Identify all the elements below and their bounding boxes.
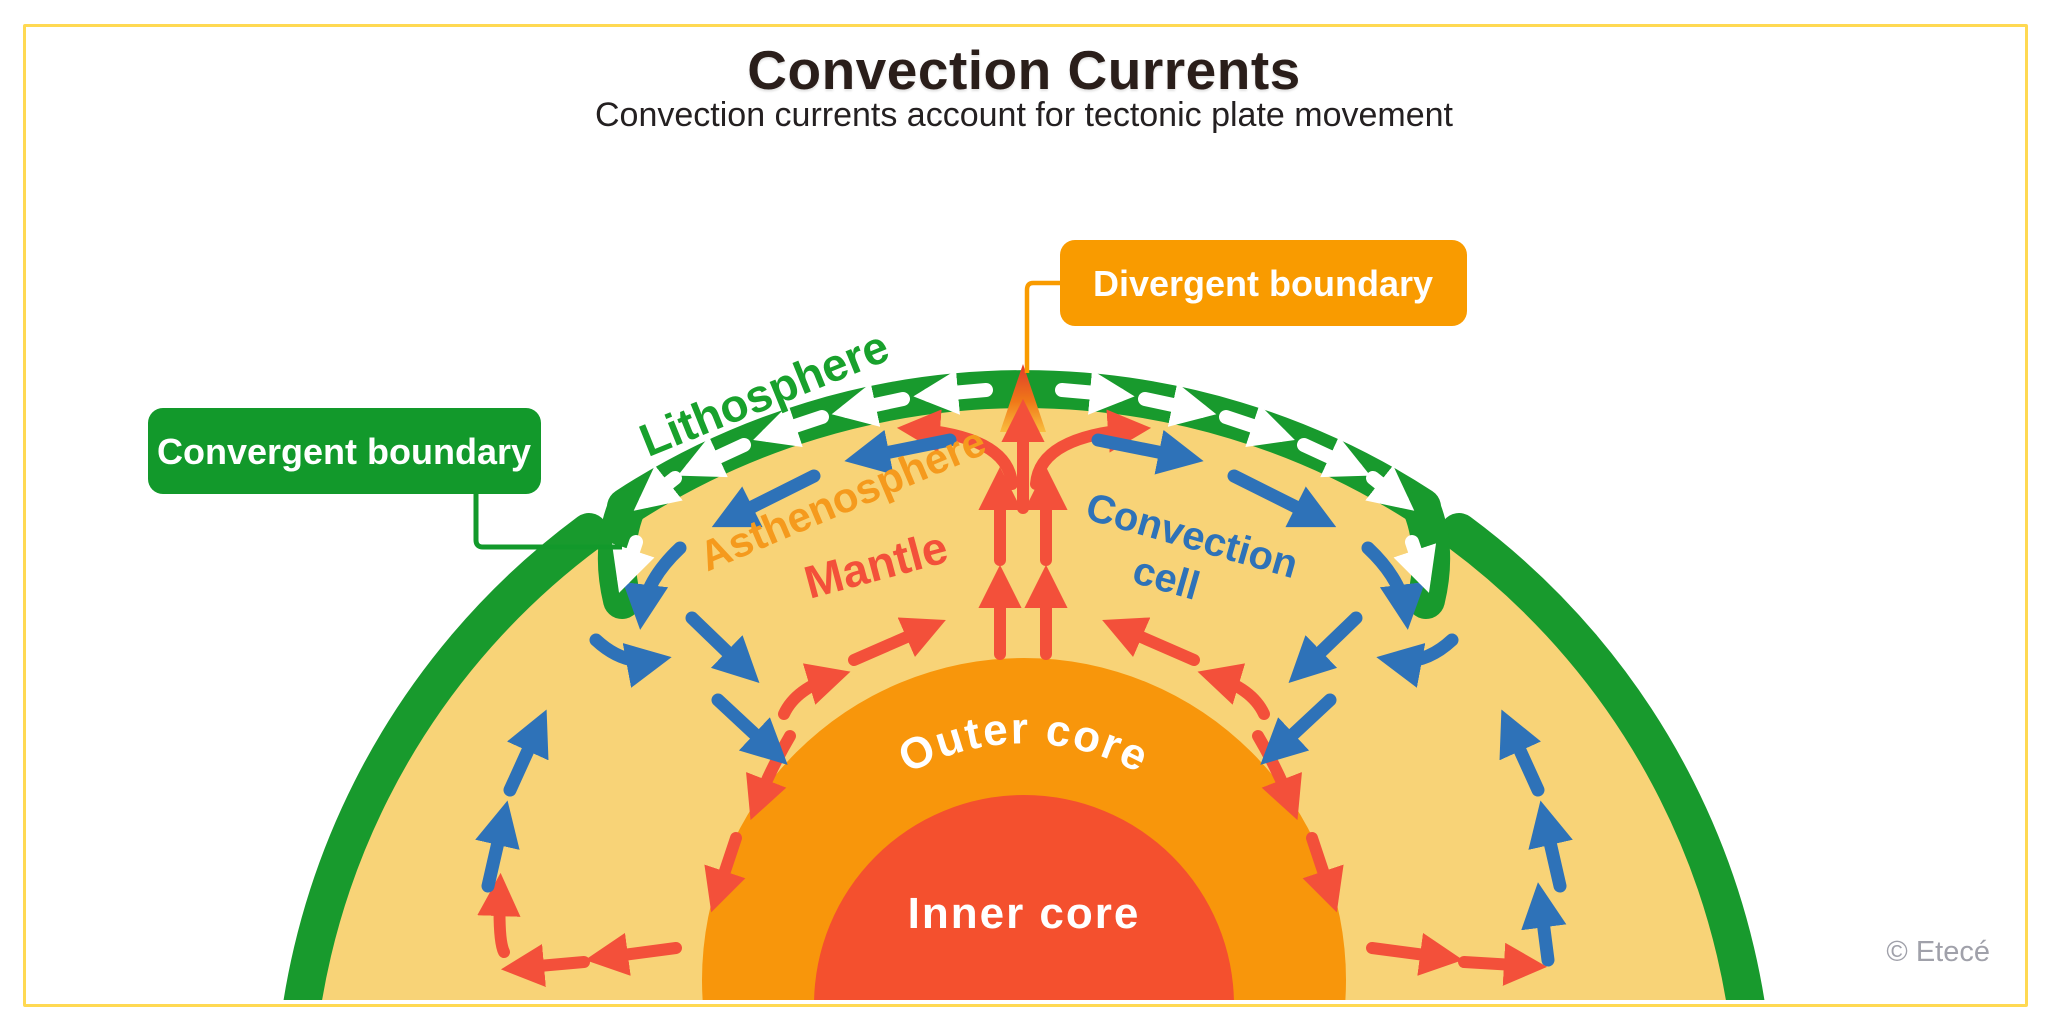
white-flow-arrow (1219, 404, 1295, 448)
white-flow-arrow (753, 404, 829, 448)
red-flow-arrow (477, 872, 521, 958)
white-flow-arrow (913, 370, 993, 415)
blue-flow-arrow (1288, 611, 1363, 684)
blue-flow-arrow (503, 709, 549, 797)
red-flow-arrow (1102, 617, 1200, 666)
white-flow-arrow (1055, 370, 1135, 415)
blue-flow-arrow (1227, 469, 1337, 528)
white-flow-arrow (633, 465, 683, 511)
blue-flow-arrow (475, 800, 520, 893)
white-flow-arrow (1138, 382, 1217, 427)
inner-core-label: Inner core (908, 889, 1141, 938)
blue-flow-arrow (1521, 882, 1567, 967)
blue-flow-arrow (711, 469, 821, 528)
red-flow-arrow (1302, 832, 1344, 913)
blue-flow-arrow (1499, 709, 1545, 797)
red-flow-arrow (848, 617, 946, 666)
flow-arrows (475, 370, 1573, 988)
red-flow-arrow (585, 932, 682, 976)
divergent-connector-line (1024, 280, 1063, 373)
convergent-connector-line (473, 492, 622, 550)
page-title: Convection Currents (747, 39, 1301, 101)
lithosphere-band-left (283, 513, 608, 1000)
blue-flow-arrow (844, 429, 957, 475)
red-flow-arrow (500, 944, 590, 988)
red-flow-arrow (1197, 663, 1270, 720)
red-flow-arrow (778, 663, 851, 720)
earth-cross-section: Outer core Inner core Lithosphere Asthen… (283, 320, 1765, 1000)
white-flow-arrow (611, 535, 655, 593)
blue-flow-arrow (711, 693, 788, 765)
lithosphere-band-right (1440, 513, 1765, 1000)
blue-flow-arrow (685, 611, 760, 684)
convergent-callout-label: Convergent boundary (157, 431, 531, 472)
divergent-boundary-callout: Divergent boundary (1060, 240, 1467, 326)
white-flow-arrow (1393, 535, 1437, 593)
page-subtitle: Convection currents account for tectonic… (595, 96, 1453, 134)
blue-flow-arrow (1260, 693, 1337, 765)
white-flow-arrow (677, 436, 751, 478)
red-flow-arrow (1458, 942, 1548, 986)
divergent-callout-box (1060, 240, 1467, 326)
red-flow-arrow (704, 832, 746, 913)
white-flow-arrow (1365, 465, 1415, 511)
white-flow-arrow (831, 382, 910, 427)
blue-flow-arrow (1091, 429, 1204, 475)
watermark: © Etecé (1886, 936, 1990, 968)
blue-flow-arrow (589, 633, 672, 688)
blue-flow-arrow (1528, 800, 1573, 893)
white-flow-arrow (1297, 436, 1371, 478)
inner-core-layer (814, 795, 1234, 1000)
convergent-boundary-callout: Convergent boundary (148, 408, 541, 494)
convergent-callout-box (148, 408, 541, 494)
divergent-callout-label: Divergent boundary (1093, 263, 1433, 304)
red-flow-arrow (1366, 932, 1463, 976)
blue-flow-arrow (1376, 633, 1459, 688)
